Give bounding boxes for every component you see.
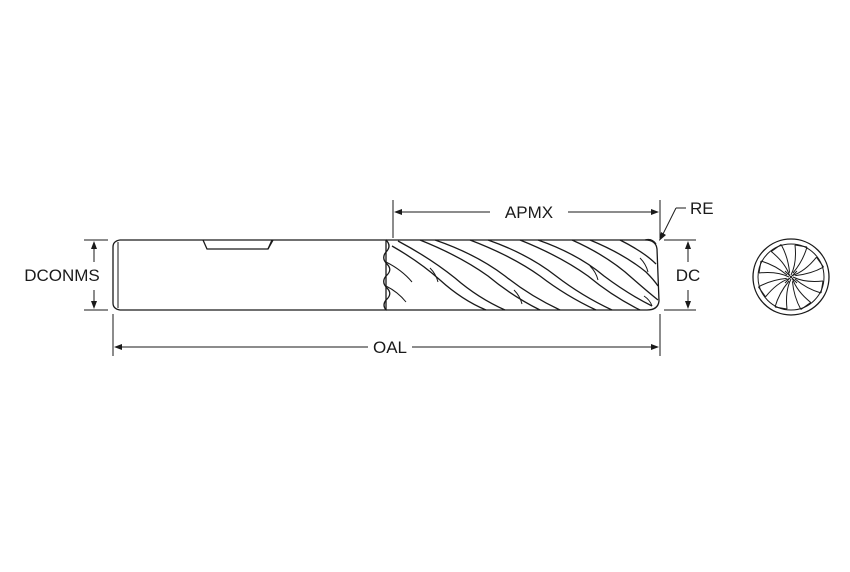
re-label: RE <box>690 199 714 218</box>
dconms-label: DCONMS <box>24 266 100 285</box>
re-dimension: RE <box>659 199 714 241</box>
dc-dimension: DC <box>664 239 701 311</box>
dc-label: DC <box>676 266 701 285</box>
apmx-dimension: APMX <box>392 200 661 238</box>
oal-dimension: OAL <box>112 314 661 357</box>
oal-label: OAL <box>373 338 407 357</box>
cutting-flutes <box>383 238 660 311</box>
dconms-dimension: DCONMS <box>24 239 108 311</box>
apmx-label: APMX <box>505 203 553 222</box>
tool-shank <box>112 239 387 311</box>
end-view <box>752 238 830 316</box>
